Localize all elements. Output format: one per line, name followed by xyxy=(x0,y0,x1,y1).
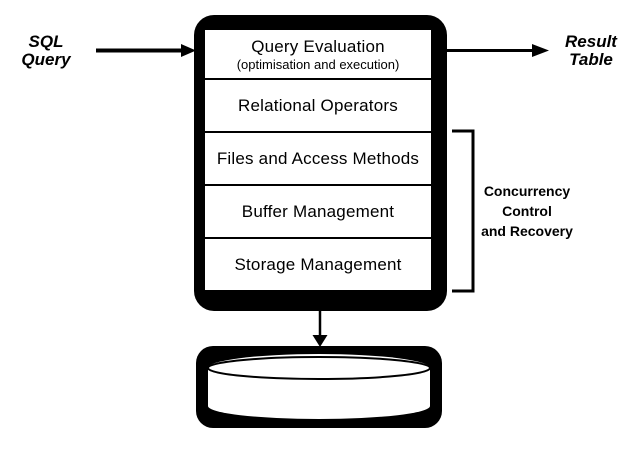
storage-management-label: Storage Management xyxy=(234,254,402,274)
stored-data-arrow-icon xyxy=(312,311,328,347)
layer-query-evaluation: Query Evaluation (optimisation and execu… xyxy=(205,30,431,78)
result-table-label-line2: Table xyxy=(569,50,613,69)
query-engine-box: Query Evaluation (optimisation and execu… xyxy=(194,15,447,311)
layer-buffer-management: Buffer Management xyxy=(205,184,431,237)
concurrency-bracket-label: Concurrency Control and Recovery xyxy=(457,181,597,241)
relational-operators-label: Relational Operators xyxy=(238,95,398,115)
result-output-arrow-icon xyxy=(447,44,549,57)
concurrency-label-line1: Concurrency xyxy=(483,183,571,199)
query-evaluation-title: Query Evaluation xyxy=(251,36,385,56)
sql-query-label-line1: SQL xyxy=(28,32,64,51)
sql-query-label: SQL Query xyxy=(8,33,84,69)
sql-input-arrow-icon xyxy=(96,44,196,57)
query-evaluation-subtitle: (optimisation and execution) xyxy=(236,56,400,72)
result-table-label-line1: Result xyxy=(565,32,617,51)
files-access-methods-label: Files and Access Methods xyxy=(216,148,420,168)
layer-relational-operators: Relational Operators xyxy=(205,78,431,131)
layer-files-access-methods: Files and Access Methods xyxy=(205,131,431,184)
buffer-management-label: Buffer Management xyxy=(241,201,395,221)
concurrency-label-line3: and Recovery xyxy=(481,223,573,239)
result-table-label: Result Table xyxy=(553,33,629,69)
sql-query-label-line2: Query xyxy=(21,50,71,69)
layer-storage-management: Storage Management xyxy=(205,237,431,290)
concurrency-label-line2: Control xyxy=(502,203,552,219)
stored-data-label: Stored Data xyxy=(272,379,366,398)
engine-stack: Query Evaluation (optimisation and execu… xyxy=(203,28,433,292)
